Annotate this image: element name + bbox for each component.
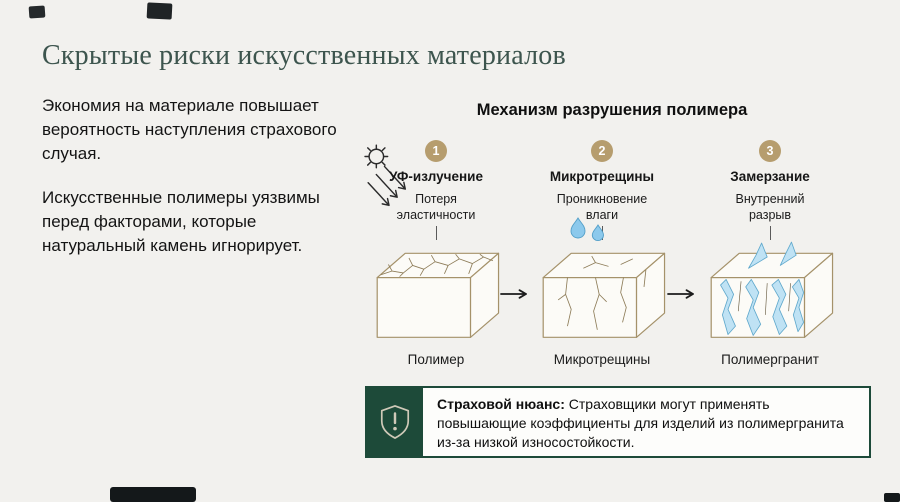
stage-label: УФ-излучение (389, 169, 483, 184)
diagram-title: Механизм разрушения полимера (476, 101, 748, 119)
callout-body: Страховщики могут применять повышающие к… (437, 396, 844, 451)
callout-text: Страховой нюанс: Страховщики могут приме… (423, 388, 857, 456)
arrow-right-icon (500, 289, 527, 299)
callout-lead: Страховой нюанс: (437, 396, 565, 412)
stage-caption: Полимергранит (721, 352, 819, 367)
polymer-box-microcracks (542, 252, 666, 338)
shield-icon (367, 388, 423, 456)
page-title: Скрытые риски искусственных материалов (42, 40, 566, 71)
intro-paragraph-2: Искусственные полимеры уязвимы перед фак… (42, 188, 320, 256)
decorative-mark (28, 5, 46, 19)
sun-icon (364, 144, 407, 207)
stage-caption: Полимер (407, 352, 465, 367)
decorative-mark (146, 2, 173, 20)
water-drops-icon (570, 217, 604, 241)
stage-annotation: Потеря эластичности (396, 192, 476, 222)
stage-number-badge: 1 (425, 140, 447, 162)
leader-line (769, 226, 771, 240)
insurance-callout: Страховой нюанс: Страховщики могут приме… (365, 386, 871, 458)
intro-paragraph-1: Экономия на материале повышает вероятнос… (42, 96, 337, 164)
stage-number: 1 (432, 144, 440, 158)
polymer-box-ice-shards (710, 241, 834, 338)
leader-line (435, 226, 437, 240)
stage-number: 3 (766, 144, 774, 158)
stage-freezing: 3 Замерзание Внутренний разрыв Полим (690, 140, 850, 367)
stage-number-badge: 3 (759, 140, 781, 162)
stage-label: Микротрещины (549, 169, 655, 184)
decorative-mark (884, 493, 900, 502)
stage-annotation: Внутренний разрыв (735, 192, 805, 222)
arrow-right-icon (667, 289, 694, 299)
stage-annotation: Проникновение влаги (556, 192, 648, 222)
stage-label: Замерзание (730, 169, 810, 184)
stage-number: 2 (598, 144, 606, 158)
stage-number-badge: 2 (591, 140, 613, 162)
polymer-box-cracked-top (376, 252, 500, 338)
stage-microcracks: 2 Микротрещины Проникновение влаги Микро… (522, 140, 682, 367)
stage-caption: Микротрещины (553, 352, 651, 367)
decorative-mark (110, 487, 196, 502)
stage-uv-radiation: 1 УФ-излучение Потеря эластичности Полим… (356, 140, 516, 367)
